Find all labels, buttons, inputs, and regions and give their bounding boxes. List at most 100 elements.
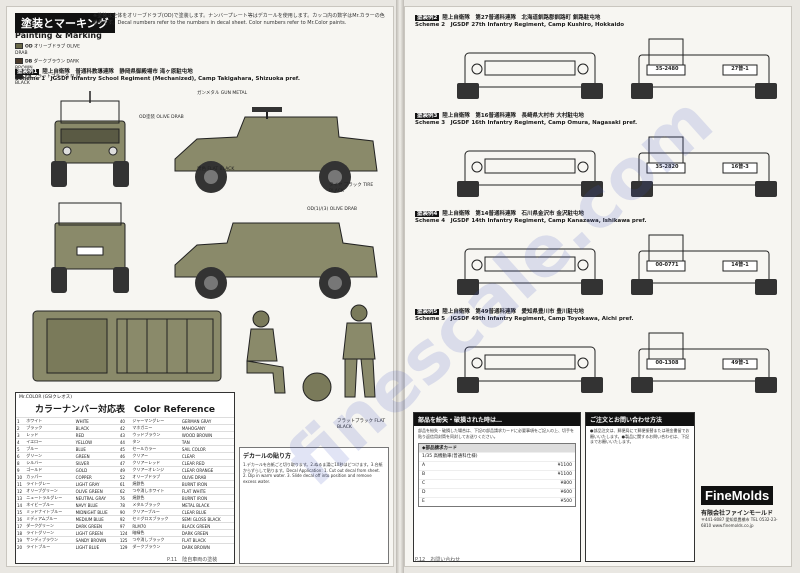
- front-plate-number: 35-2480: [655, 66, 679, 72]
- color-ref-cell: ホワイト: [25, 417, 75, 425]
- vehicle-front-view: [51, 91, 129, 187]
- parts-text: 部品を紛失・破損した場合は、下記の部品請求カードに必要事項をご記入の上、切手を貼…: [418, 428, 574, 439]
- company-name: 有限会社ファインモールド: [701, 510, 774, 517]
- color-ref-cell: 13: [16, 494, 26, 502]
- color-ref-cell: オリーブグリーン: [25, 487, 75, 495]
- color-ref-cell: 47: [118, 459, 132, 467]
- color-ref-cell: 97: [118, 522, 132, 530]
- color-ref-cell: SEMI GLOSS BLACK: [180, 515, 234, 523]
- color-ref-cell: 42: [118, 424, 132, 432]
- color-ref-cell: 19: [16, 536, 26, 544]
- vehicle-rear-diagram: [631, 332, 777, 393]
- color-ref-cell: BLACK: [74, 424, 119, 432]
- vehicle-side-view-upper: [174, 107, 378, 193]
- vehicle-top-view: [32, 310, 222, 382]
- contact-text: ●部品注文は、郵便局にて郵便振替または現金書留でお願いいたします。●製品に関する…: [590, 428, 690, 445]
- color-ref-cell: MEDIUM BLUE: [74, 515, 119, 523]
- color-ref-cell: クリアーレッド: [131, 459, 181, 467]
- page-footer: P.12 お問い合わせ: [415, 557, 461, 563]
- color-ref-cell: セールカラー: [131, 445, 181, 453]
- contact-info-box: ご注文とお問い合わせ方法 ●部品注文は、郵便局にて郵便振替または現金書留でお願い…: [585, 412, 695, 562]
- color-ref-cell: 1: [16, 417, 26, 425]
- order-row: E¥500: [419, 497, 575, 506]
- order-row: A¥1100: [419, 461, 575, 470]
- section-title: 塗装とマーキング: [15, 13, 115, 33]
- parts-request-card: 部品を紛失・破損された時は… 部品を紛失・破損した場合は、下記の部品請求カードに…: [413, 412, 581, 562]
- color-ref-cell: 61: [118, 480, 132, 488]
- color-ref-cell: ライトグリーン: [25, 529, 75, 537]
- color-ref-cell: 43: [118, 431, 132, 439]
- color-ref-cell: OLIVE GREEN: [74, 487, 119, 495]
- parts-header: 部品を紛失・破損された時は…: [414, 413, 580, 426]
- vehicle-front-diagram: [457, 52, 603, 99]
- color-ref-cell: MAHOGANY: [180, 424, 234, 432]
- decal-instructions: デカールの貼り方 1.デカールを台紙ごと切り取ります。2.ぬるま湯に10秒ほどつ…: [239, 447, 389, 564]
- unit-plate-number: 14普-1: [731, 262, 749, 268]
- color-ref-cell: 62: [118, 487, 132, 495]
- color-ref-cell: 11: [16, 480, 26, 488]
- legend-item: OD オリーブドラブ OLIVE DRAB: [15, 43, 80, 57]
- unit-plate-number: 16普-3: [731, 164, 749, 170]
- color-ref-cell: オリーブドラブ: [131, 473, 181, 481]
- color-ref-cell: LIGHT GRAY: [74, 480, 119, 488]
- color-ref-cell: ニュートラルグレー: [25, 494, 75, 502]
- color-ref-cell: クリアーブルー: [131, 508, 181, 516]
- color-ref-cell: マホガニー: [131, 424, 181, 432]
- color-ref-cell: YELLOW: [74, 438, 119, 446]
- section-title-en: Painting & Marking: [15, 31, 102, 40]
- color-ref-cell: カッパー: [25, 473, 75, 481]
- color-ref-cell: FLAT WHITE: [180, 487, 234, 495]
- color-ref-cell: 暗緑色: [131, 529, 181, 537]
- color-ref-cell: 16: [16, 515, 26, 523]
- color-ref-cell: RLM70: [131, 522, 181, 530]
- color-ref-cell: GREEN: [74, 452, 119, 460]
- color-ref-cell: 6: [16, 452, 26, 460]
- color-ref-cell: ミッドナイトブルー: [25, 508, 75, 516]
- color-ref-cell: 92: [118, 515, 132, 523]
- color-ref-cell: シルバー: [25, 459, 75, 467]
- color-ref-cell: ダークグリーン: [25, 522, 75, 530]
- color-ref-cell: TAN: [180, 438, 234, 446]
- color-ref-cell: FLAT BLACK: [180, 536, 234, 544]
- color-ref-cell: SANDY BROWN: [74, 536, 119, 544]
- callout-label: OD塗装 OLIVE DRAB: [139, 115, 184, 120]
- figure-standing-soldier: [342, 304, 376, 398]
- color-ref-cell: 46: [118, 452, 132, 460]
- color-ref-cell: LIGHT BLUE: [74, 543, 119, 551]
- order-row: D¥600: [419, 488, 575, 497]
- brand-block: FineMolds 有限会社ファインモールド 〒441-8087 愛知県豊橋市 …: [701, 485, 787, 528]
- color-ref-title: カラーナンバー対応表 Color Reference: [34, 405, 216, 415]
- unit-plate-number: 49普-1: [731, 360, 749, 366]
- color-ref-cell: ライトグレー: [25, 480, 75, 488]
- color-ref-cell: 15: [16, 508, 26, 516]
- color-ref-cell: 45: [118, 445, 132, 453]
- book-spine: [396, 0, 404, 573]
- front-plate-number: 35-2820: [655, 164, 679, 170]
- color-ref-cell: ネイビーブルー: [25, 501, 75, 509]
- color-ref-cell: 124: [118, 529, 132, 537]
- color-ref-cell: タン: [131, 438, 181, 446]
- contact-header: ご注文とお問い合わせ方法: [586, 413, 694, 426]
- vehicle-rear-diagram: [631, 38, 777, 99]
- color-ref-cell: LIGHT GREEN: [74, 529, 119, 537]
- vehicle-rear-view: [51, 202, 129, 293]
- front-plate-number: 00-1308: [655, 360, 679, 366]
- company-address: 〒441-8087 愛知県豊橋市 TEL 0532-23-6810 www.fi…: [701, 517, 778, 528]
- color-ref-cell: CLEAR: [180, 452, 234, 460]
- color-ref-cell: グリーン: [25, 452, 75, 460]
- color-ref-cell: NAVY BLUE: [74, 501, 119, 509]
